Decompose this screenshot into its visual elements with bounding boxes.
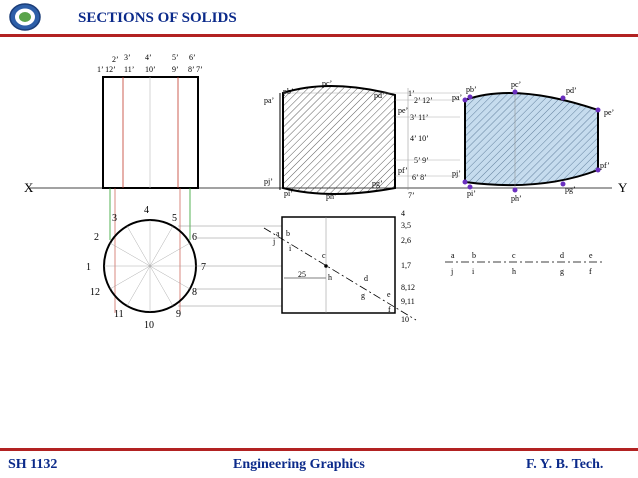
fv-label: 11’ <box>124 65 134 74</box>
side-col-label: 1’ <box>408 89 415 98</box>
circle-label: 8 <box>192 287 197 298</box>
page-title: SECTIONS OF SOLIDS <box>78 10 237 26</box>
horizontal-projectors <box>178 225 282 307</box>
fv-label: 2’ <box>112 55 119 64</box>
circle-label: 2 <box>94 232 99 243</box>
circle-label: 3 <box>112 213 117 224</box>
side-col-label: 4’ 10’ <box>410 134 429 143</box>
rect-right-label: 8,12 <box>401 283 415 292</box>
ts-label: pa’ <box>452 93 462 102</box>
rect-label: d <box>364 274 368 283</box>
ts-label: pf’ <box>600 161 610 170</box>
ts-bottom-label: g <box>560 267 564 276</box>
sectional-view <box>282 84 396 195</box>
circle-label: 9 <box>176 309 181 320</box>
side-col-label: 3’ 11’ <box>410 113 428 122</box>
side-col-label: 7’ <box>408 191 415 200</box>
rect-label: b <box>286 229 290 238</box>
class-name: F. Y. B. Tech. <box>526 457 604 472</box>
sv-label: ph’ <box>326 192 337 201</box>
sv-label: pb’ <box>283 87 294 96</box>
ts-label: pc’ <box>511 80 521 89</box>
sv-label: pj’ <box>264 177 273 186</box>
college-logo-icon <box>8 2 42 32</box>
rect-right-label: 1,7 <box>401 261 411 270</box>
sv-label: pc’ <box>322 79 332 88</box>
rect-label: c <box>322 251 326 260</box>
ts-bottom-label: c <box>512 251 516 260</box>
fv-label: 10’ <box>145 65 156 74</box>
fv-label: 6’ <box>189 53 196 62</box>
rect-right-label: 10 <box>401 315 409 324</box>
course-name: Engineering Graphics <box>233 457 365 472</box>
ts-bottom-label: e <box>589 251 593 260</box>
true-shape <box>464 91 599 187</box>
side-col-label: 5’ 9’ <box>414 156 429 165</box>
side-horizontal-lines <box>283 92 460 177</box>
ts-label: pd’ <box>566 86 577 95</box>
rect-right-label: 3,5 <box>401 221 411 230</box>
section-plan-rect <box>281 216 396 314</box>
ts-label: pe’ <box>604 108 614 117</box>
ts-bottom-label: h <box>512 267 516 276</box>
true-shape-points <box>462 89 601 193</box>
sv-label: pf’ <box>398 166 408 175</box>
rect-label: f <box>388 305 391 314</box>
rect-label: a <box>276 229 280 238</box>
sv-label: pa’ <box>264 96 274 105</box>
ts-bottom-label: i <box>472 267 475 276</box>
circle-label: 12 <box>90 287 100 298</box>
fv-label: 9’ <box>172 65 179 74</box>
circle-label: 6 <box>192 232 197 243</box>
ts-bottom-label: f <box>589 267 592 276</box>
ts-bottom-label: j <box>450 267 453 276</box>
circle-label: 1 <box>86 262 91 273</box>
rect-right-label: 2,6 <box>401 236 411 245</box>
point-c <box>324 264 328 268</box>
ts-label: pi’ <box>467 189 476 198</box>
side-col-label: 6’ 8’ <box>412 173 427 182</box>
sv-label: pi’ <box>284 189 293 198</box>
y-label: Y <box>618 180 628 195</box>
header-divider <box>0 34 638 37</box>
ts-label: ph’ <box>511 194 522 203</box>
rect-label: g <box>361 291 365 300</box>
fv-label: 3’ <box>124 53 131 62</box>
sv-label: pe’ <box>398 106 408 115</box>
rect-right-label: 4 <box>401 209 405 218</box>
circle-label: 5 <box>172 213 177 224</box>
footer-divider <box>0 448 638 451</box>
circle-label: 7 <box>201 262 206 273</box>
fv-label: 8’ 7’ <box>188 65 203 74</box>
rect-label: i <box>289 244 292 253</box>
sv-label: pd’ <box>374 91 385 100</box>
circle-label: 10 <box>144 320 154 331</box>
circle-label: 11 <box>114 309 124 320</box>
fv-label: 1’ 12’ <box>97 65 116 74</box>
circle-label: 4 <box>144 205 149 216</box>
course-code: SH 1132 <box>8 457 58 472</box>
rect-label: e <box>387 290 391 299</box>
cutting-plane <box>263 227 417 321</box>
rect-label: j <box>272 237 275 246</box>
ts-bottom-label: d <box>560 251 564 260</box>
side-col-label: 2’ 12’ <box>414 96 433 105</box>
rect-right-label: 9,11 <box>401 297 415 306</box>
front-view-rect <box>102 76 199 189</box>
ts-label: pb’ <box>466 85 477 94</box>
ts-bottom-label: a <box>451 251 455 260</box>
ts-label: pg’ <box>565 185 576 194</box>
fv-label: 4’ <box>145 53 152 62</box>
x-label: X <box>24 180 34 195</box>
circle-divisions <box>104 220 196 312</box>
ts-label: pj’ <box>452 169 461 178</box>
sv-label: pg’ <box>372 179 383 188</box>
ts-bottom-label: b <box>472 251 476 260</box>
fv-label: 5’ <box>172 53 179 62</box>
dimension-label: 25 <box>298 270 306 279</box>
rect-label: h <box>328 273 332 282</box>
